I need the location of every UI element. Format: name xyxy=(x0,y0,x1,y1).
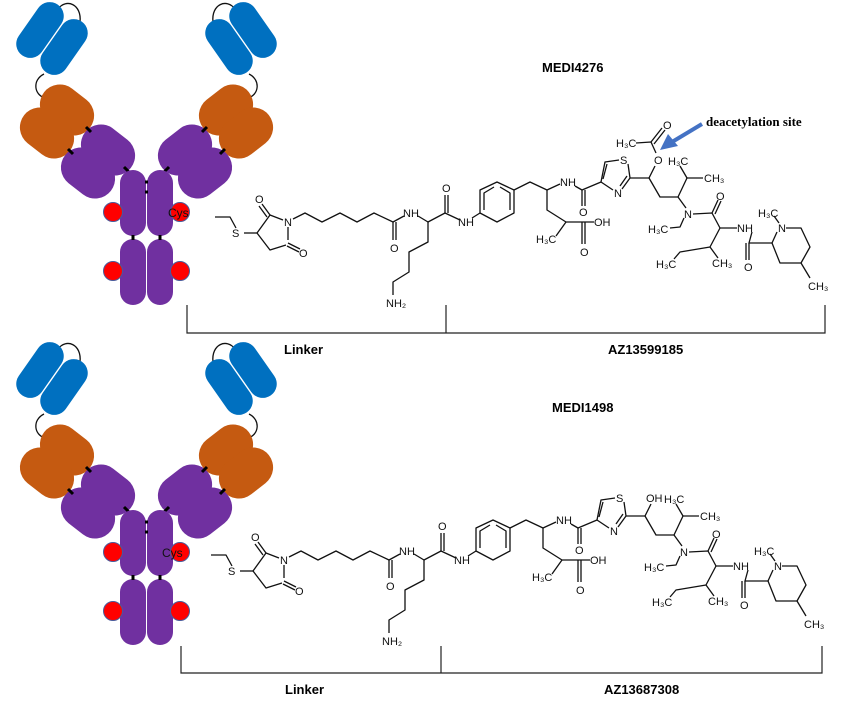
atom-s: S xyxy=(620,155,627,167)
atom-o: O xyxy=(579,207,588,219)
atom-h3c: H₃C xyxy=(668,156,688,168)
payload-label: AZ13687308 xyxy=(604,682,679,697)
atom-ch3: CH₃ xyxy=(704,173,724,185)
atom-n: N xyxy=(614,188,622,200)
atom-nh: NH xyxy=(403,208,419,220)
atom-s: S xyxy=(232,228,239,240)
deacetylation-arrow-icon xyxy=(660,122,704,150)
atom-nh: NH xyxy=(458,217,474,229)
atom-n: N xyxy=(284,217,292,229)
atom-h3c: H₃C xyxy=(616,138,636,150)
antibody-schematic xyxy=(11,0,282,305)
atom-o: O xyxy=(442,183,451,195)
deacetylation-site-label: deacetylation site xyxy=(706,114,802,129)
atom-nh2: NH₂ xyxy=(386,298,406,310)
atom-o: O xyxy=(654,155,663,167)
atom-h3c: H₃C xyxy=(648,224,668,236)
atom-nh: NH xyxy=(560,177,576,189)
acetyl-group: O O H₃C xyxy=(616,120,672,179)
linker-label: Linker xyxy=(284,342,323,357)
panel-title: MEDI1498 xyxy=(552,400,613,415)
panel-medi4276: MEDI4276 Cys xyxy=(11,0,828,357)
atom-o: O xyxy=(255,194,264,206)
atom-o: O xyxy=(663,120,672,132)
linker-label: Linker xyxy=(285,682,324,697)
atom-ch3: CH₃ xyxy=(808,281,828,293)
atom-o: O xyxy=(299,248,308,260)
atom-o: O xyxy=(390,243,399,255)
atom-n: N xyxy=(684,209,692,221)
atom-h3c: H₃C xyxy=(536,234,556,246)
drug-linker-structure: S O N O O NH NH₂ O NH NH O OH O H₃C S N … xyxy=(215,155,828,310)
atom-n: N xyxy=(778,223,786,235)
cys-label: Cys xyxy=(162,546,183,560)
atom-oh: OH xyxy=(594,217,611,229)
bracket xyxy=(186,305,826,334)
drug-linker-structure xyxy=(210,492,826,649)
atom-oh: OH xyxy=(646,493,663,505)
panel-medi1498: MEDI1498 Cys OH Linker AZ13687308 xyxy=(11,337,826,697)
atom-nh: NH xyxy=(737,223,753,235)
panel-title: MEDI4276 xyxy=(542,60,603,75)
atom-h3c: H₃C xyxy=(758,208,778,220)
payload-label: AZ13599185 xyxy=(608,342,683,357)
bracket xyxy=(180,646,823,674)
hydroxyl-group: OH xyxy=(644,493,663,517)
atom-o: O xyxy=(744,262,753,274)
atom-h3c: H₃C xyxy=(656,259,676,271)
atom-ch3: CH₃ xyxy=(712,258,732,270)
antibody-schematic xyxy=(11,337,282,645)
atom-o: O xyxy=(580,247,589,259)
atom-o: O xyxy=(716,191,725,203)
cys-label: Cys xyxy=(168,206,189,220)
